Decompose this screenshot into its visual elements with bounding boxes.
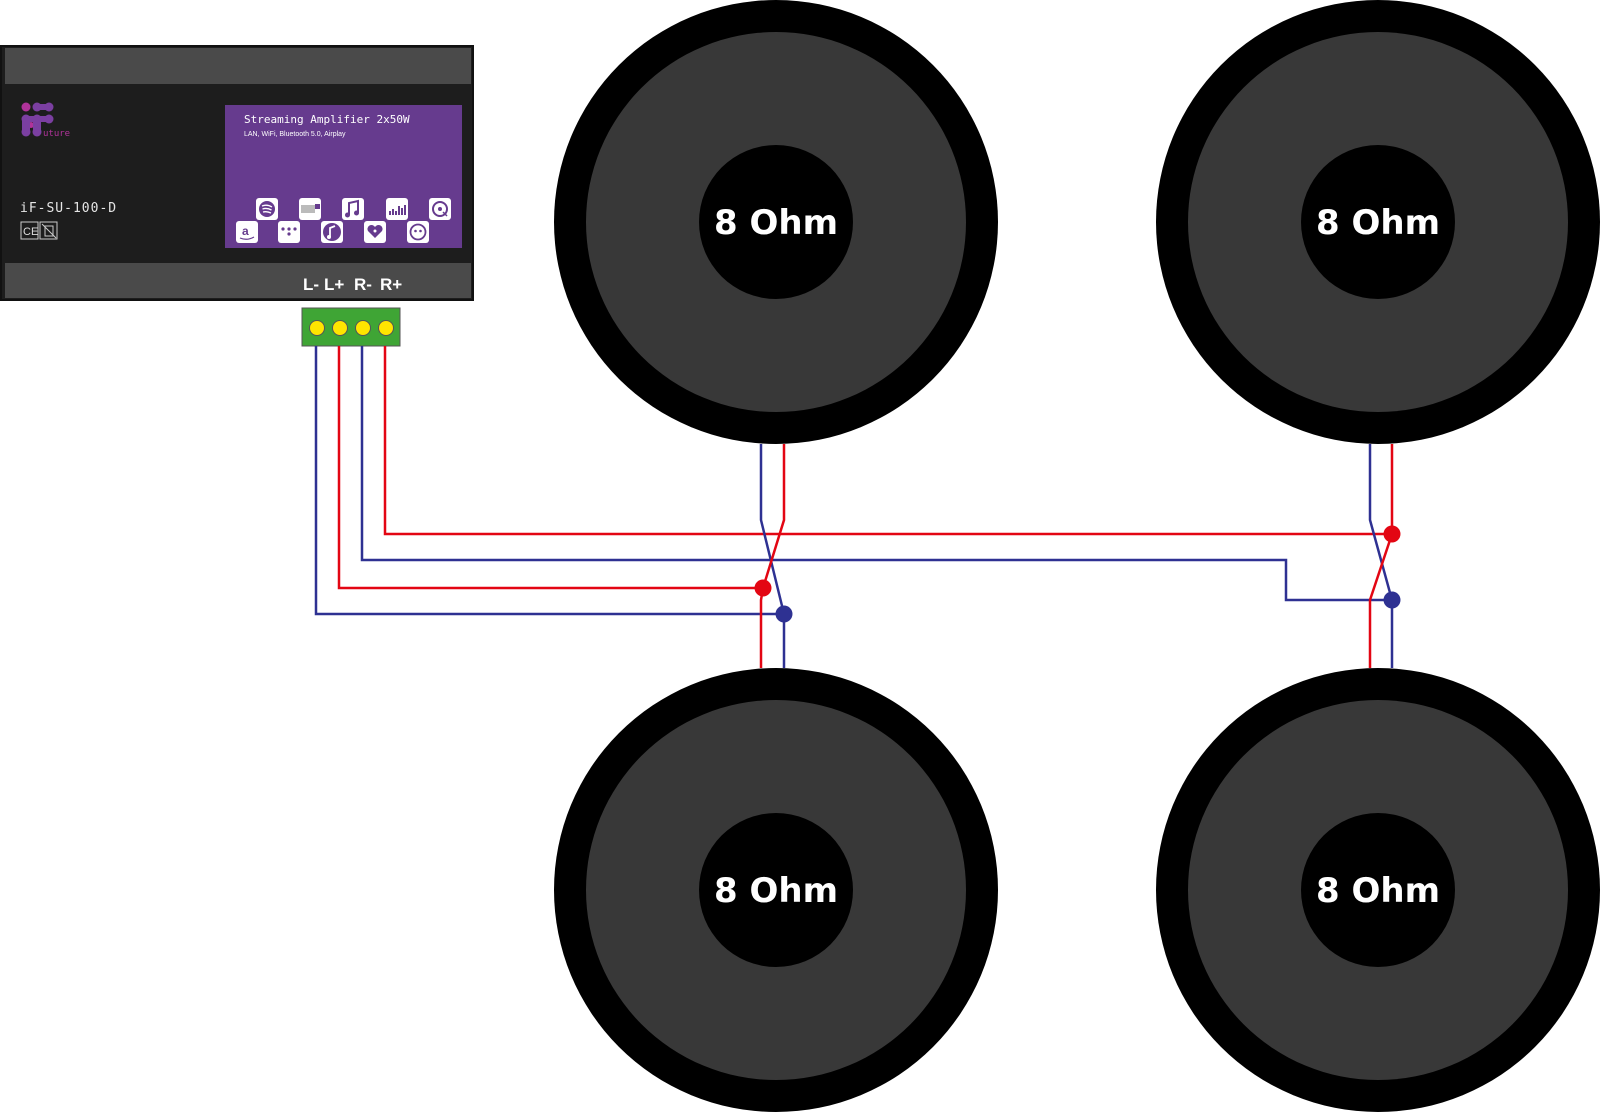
speaker-impedance-label: 8 Ohm xyxy=(714,203,838,243)
ce-mark-text: CE xyxy=(23,226,38,238)
speaker-dust-cap xyxy=(1301,813,1455,967)
wire-top-left-speaker-positive xyxy=(759,444,786,668)
junction-right-positive xyxy=(1383,525,1401,543)
disc-icon xyxy=(429,198,451,220)
music-note-icon xyxy=(342,198,364,220)
radio-icon xyxy=(299,198,321,220)
terminal-block xyxy=(301,307,401,347)
spotify-icon xyxy=(256,198,278,220)
tidal-icon xyxy=(278,221,300,243)
amplifier: uture iF-SU-100-D CE Streaming Amplifier… xyxy=(0,45,474,301)
speaker-dust-cap xyxy=(699,145,853,299)
ce-mark-icon xyxy=(20,221,39,240)
screen-title: Streaming Amplifier 2x50W xyxy=(244,113,410,126)
screen-subtitle: LAN, WiFi, Bluetooth 5.0, Airplay xyxy=(244,131,346,138)
amplifier-screen: Streaming Amplifier 2x50W LAN, WiFi, Blu… xyxy=(225,105,462,248)
terminal-label-l-plus: L+ xyxy=(324,275,344,294)
speaker-impedance-label: 8 Ohm xyxy=(1316,203,1440,243)
wire-l-plus xyxy=(337,346,763,590)
speaker-bottom-right: 8 Ohm xyxy=(1156,668,1600,1112)
junction-left-negative xyxy=(775,605,793,623)
wire-r-minus xyxy=(360,346,1392,602)
equalizer-icon xyxy=(386,198,408,220)
wire-r-plus xyxy=(383,346,1392,536)
brand-name: uture xyxy=(43,129,70,139)
speaker-impedance-label: 8 Ohm xyxy=(1316,871,1440,911)
terminal-screw-r-plus[interactable] xyxy=(378,320,394,336)
speaker-top-left: 8 Ohm xyxy=(554,0,998,444)
junction-left-positive xyxy=(754,579,772,597)
amplifier-top-rail xyxy=(5,48,471,84)
terminal-label-l-minus: L- xyxy=(303,275,319,294)
brand-logo: uture xyxy=(21,102,70,139)
napster-icon xyxy=(407,221,429,243)
model-number: iF-SU-100-D xyxy=(20,201,117,216)
svg-text:a: a xyxy=(242,224,249,238)
wire-top-right-speaker-negative xyxy=(1368,444,1394,668)
speaker-top-right: 8 Ohm xyxy=(1156,0,1600,444)
junctions xyxy=(754,525,1401,623)
terminal-screw-l-plus[interactable] xyxy=(332,320,348,336)
iheartradio-icon xyxy=(364,221,386,243)
speaker-dust-cap xyxy=(1301,145,1455,299)
amazon-icon: a xyxy=(236,221,258,243)
terminal-screw-r-minus[interactable] xyxy=(355,320,371,336)
deezer-note-icon xyxy=(321,221,343,243)
terminal-label-r-plus: R+ xyxy=(380,275,402,294)
terminal-labels: L- L+ R- R+ xyxy=(303,275,402,294)
speaker-dust-cap xyxy=(699,813,853,967)
speaker-impedance-label: 8 Ohm xyxy=(714,871,838,911)
weee-icon xyxy=(39,221,58,240)
wire-l-minus xyxy=(314,346,784,616)
certification-marks: CE xyxy=(20,221,58,240)
speaker-bottom-left: 8 Ohm xyxy=(554,668,998,1112)
wire-top-left-speaker-negative xyxy=(759,444,786,668)
junction-right-negative xyxy=(1383,591,1401,609)
terminal-screw-l-minus[interactable] xyxy=(309,320,325,336)
amplifier-bottom-rail xyxy=(5,263,471,298)
terminal-label-r-minus: R- xyxy=(354,275,372,294)
